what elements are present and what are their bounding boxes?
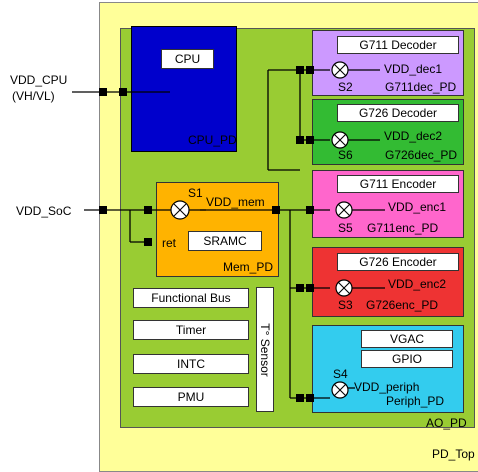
g711enc-block: G711 Encoder [337, 175, 459, 193]
vdd-cpu-label: VDD_CPU [10, 73, 68, 87]
g726dec-pd-label: G726dec_PD [385, 148, 458, 162]
mem-switch-label: S1 [188, 186, 203, 200]
g726dec-switch-label: S6 [338, 148, 353, 162]
g711enc-switch-label: S5 [338, 221, 353, 235]
temperature-sensor-block: T° Sensor [256, 287, 274, 412]
sramc-block: SRAMC [188, 231, 262, 251]
g726dec-block: G726 Decoder [337, 104, 459, 122]
pd-top-label: PD_Top [432, 447, 475, 461]
vdd-soc-label: VDD_SoC [16, 204, 72, 218]
pmu-block: PMU [133, 387, 249, 407]
functional-bus-block: Functional Bus [133, 288, 249, 308]
temperature-sensor-label: T° Sensor [258, 322, 272, 377]
mem-rail-label: VDD_mem [206, 195, 265, 209]
g711dec-block: G711 Decoder [337, 36, 459, 54]
periph-switch-label: S4 [333, 367, 348, 381]
g711enc-rail-label: VDD_enc1 [388, 200, 447, 214]
gpio-block: GPIO [361, 350, 453, 368]
mem-ret-label: ret [162, 236, 177, 250]
g711dec-pd-label: G711dec_PD [385, 80, 457, 94]
ao-pd-label: AO_PD [426, 416, 467, 430]
g726dec-rail-label: VDD_dec2 [384, 129, 443, 143]
g711enc-pd-label: G711enc_PD [367, 221, 439, 235]
g726enc-pd-label: G726enc_PD [366, 298, 439, 312]
vgac-block: VGAC [361, 330, 453, 348]
timer-block: Timer [133, 320, 249, 340]
g711dec-switch-label: S2 [338, 80, 353, 94]
g726enc-switch-label: S3 [338, 298, 353, 312]
mem-pd-label: Mem_PD [223, 260, 274, 274]
g711dec-rail-label: VDD_dec1 [384, 62, 443, 76]
g726enc-rail-label: VDD_enc2 [388, 277, 447, 291]
vdd-cpu-range-label: (VH/VL) [12, 89, 55, 103]
periph-pd-label: Periph_PD [386, 394, 445, 408]
periph-rail-label: VDD_periph [354, 380, 420, 394]
cpu-block: CPU [161, 49, 214, 69]
cpu-rail-label: VDD_CPU [153, 83, 211, 97]
cpu-pd-block [131, 26, 237, 152]
mem-pd-block [156, 182, 279, 277]
cpu-pd-label: CPU_PD [188, 133, 237, 147]
g726enc-block: G726 Encoder [337, 253, 459, 271]
intc-block: INTC [133, 354, 249, 374]
